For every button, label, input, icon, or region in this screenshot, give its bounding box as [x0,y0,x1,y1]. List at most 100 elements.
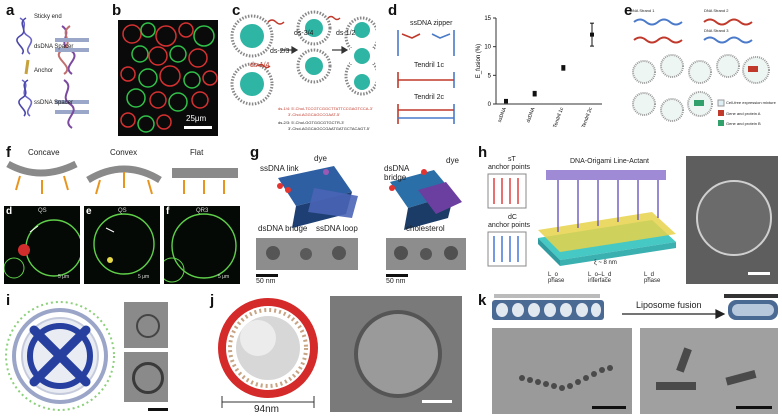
st-anchor-box [487,173,527,209]
vesicle-image-d [4,219,80,279]
panel-f-label: f [6,144,11,161]
shape-concave: Concave [28,148,60,157]
sequential-fusion-diagram [230,10,376,106]
panel-c: c ds-2/3 [228,0,376,140]
h-dc-label: dC [508,214,517,221]
panel-k: k Liposome fusion [476,290,782,417]
panel-a-label: a [6,2,15,19]
g-dsdna-bridge-left: dsDNA bridge [258,224,308,233]
concave-origami [6,160,78,194]
panel-g-label: g [250,144,260,161]
panel-h: h sT anchor points dC anchor points DNA-… [476,142,782,288]
panel-j: j 94nm [200,290,470,417]
panel-b: b [108,0,220,140]
k-tem-right [640,328,778,414]
x-tick-label: ssDNA [497,106,508,123]
g-dye-right: dye [446,156,459,165]
liposome-fusion-diagram [492,294,778,320]
sticky-end-label: Sticky end [34,14,62,20]
g-dye-left: dye [314,154,327,163]
scheme-tendril-2c: Tendril 2c [414,94,444,101]
origami-bundle-diagrams [277,166,462,230]
fusion-arrow [622,309,726,319]
lipid-dna-anchor-diagram [16,17,89,129]
data-point [590,32,594,37]
legend-gene-b: Gene and protein B [726,121,761,126]
fused-vesicle [344,16,376,96]
shape-flat: Flat [190,148,204,157]
g-ssdna-loop: ssDNA loop [316,224,358,233]
panel-f: f Concave Convex Flat QS 5 μm d [0,142,244,288]
sequence-line-3: ds-2/3: 5'-Chol-GGTGGCGTGCTR-3' [278,120,345,125]
j-dimension: 94nm [254,404,280,415]
y-tick-label: 0 [488,102,492,108]
vesicle-image-f [164,213,237,283]
k-tem-right-tubes [656,347,757,390]
h-spacing: ξ ~ 8 nm [594,260,617,266]
k-scalebar-right [736,406,772,409]
panel-d-label: d [388,2,398,19]
micrograph-d-scale: 5 μm [58,274,70,280]
i-tem-bottom [124,352,168,402]
panel-i-label: i [6,292,11,309]
h-dc-anchor: anchor points [488,222,531,229]
tem-strip-left [256,238,358,270]
tem-ring [136,314,160,338]
panel-c-label: c [232,2,241,19]
step-ds34: ds-3/4 [294,30,314,37]
y-axis-label: E_fusion (%) [476,44,482,78]
dc-anchor-box [487,231,527,267]
sequence-line-1: ds-1/4: 5'-Chol-TCCGTCGGCTTATTCCGAGTCCA-… [278,106,373,111]
k-tem-left-chain [519,365,613,391]
k-scalebar-left [592,406,626,409]
convex-origami [86,165,162,195]
strand-2-label: DNA Strand 2 [704,8,729,13]
x-tick-label: Tendril 1c [552,106,565,129]
data-point [532,91,537,96]
i-scalebar [148,408,168,411]
strand-3-label: DNA Strand 3 [704,28,729,33]
panel-i: i [0,290,196,417]
panel-k-label: k [478,292,487,309]
micrograph-f-scale: 5 μm [218,274,230,280]
step-ds14: ds-1/4 [250,62,270,69]
tendril-schemes [397,30,455,124]
panel-g: g ssDNA link dye dsDNA bridge ssDNA loop… [248,142,470,288]
data-point [561,65,566,70]
data-point [504,99,508,104]
tem-ring [132,362,164,394]
vesicle-2 [296,10,332,84]
g-dsdna-bridge-right: dsDNA bridge [384,164,409,182]
tem-particle [300,248,312,260]
dna-helix-right [55,25,89,129]
dimension-line [221,396,315,408]
h-scalebar [748,272,770,275]
panel-b-scalebar [184,126,212,129]
micrograph-e: QS 5 μm [84,206,160,284]
vesicle-row-1 [632,54,770,84]
dna-helix-left [16,17,33,117]
h-vesicle [696,180,772,256]
flow-arrows [280,45,349,55]
shape-convex: Convex [110,148,138,157]
liposome-tube-right [728,300,778,320]
g-scalebar-left-label: 50 nm [256,278,276,285]
bundle-right [389,169,462,230]
ssdna-spacer-label: ssDNA Spacer [34,100,74,106]
liposome-chain-left [492,300,604,320]
sublabel-e: e [86,206,92,217]
i-tem-top [124,302,168,348]
k-tem-left [492,328,632,414]
vesicle-circles [120,22,218,133]
h-st-anchor: anchor points [488,164,531,171]
cage-arms [29,325,91,387]
legend-gene-a: Gene and protein A [726,111,761,116]
k-arrow-label: Liposome fusion [634,300,704,310]
h-st-label: sT [508,156,516,163]
strand-1-label: DNA Strand 1 [630,8,655,13]
legend-swatches [717,99,725,126]
vesicle-1 [230,14,274,106]
y-tick-label: 5 [488,73,492,79]
